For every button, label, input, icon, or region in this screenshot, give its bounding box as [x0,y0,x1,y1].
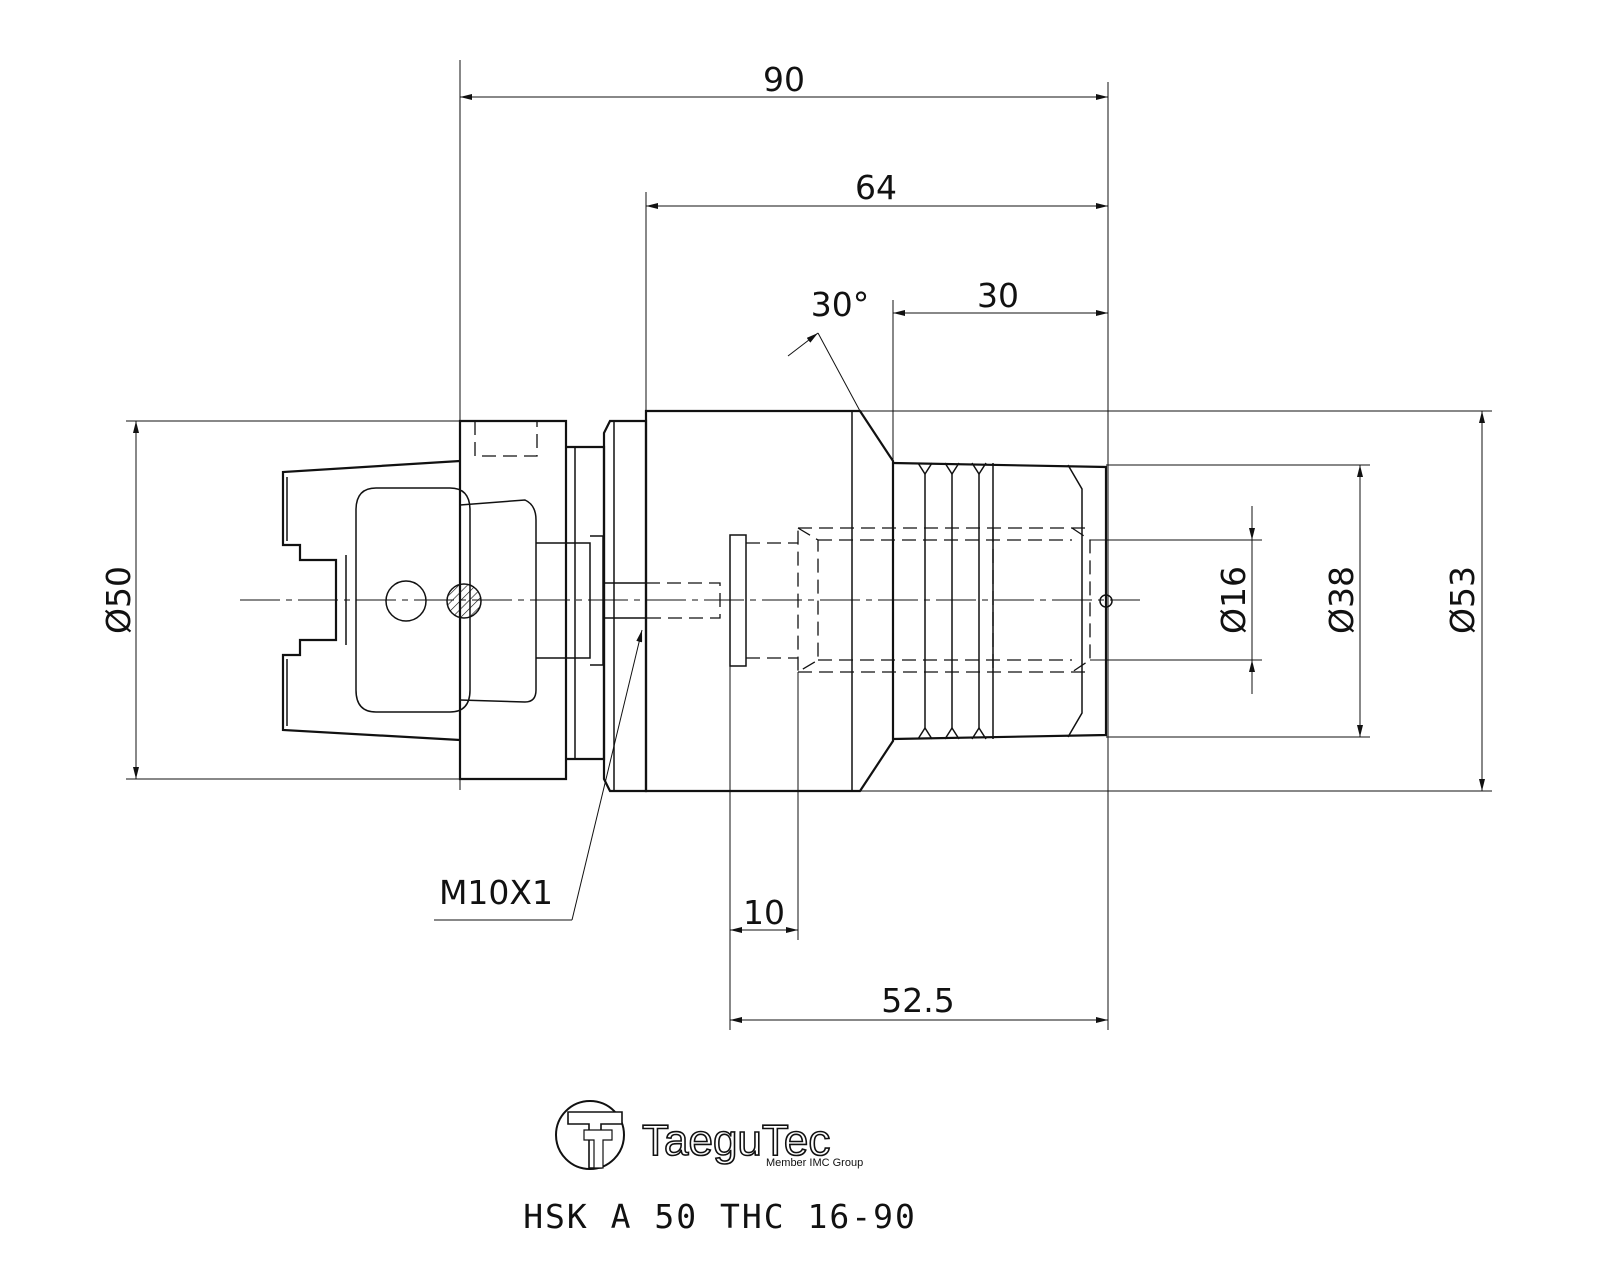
dimension-lines [126,60,1492,1030]
dim-diameter-bore: Ø16 [1214,566,1253,634]
dim-clamping-depth: 52.5 [881,981,954,1020]
dim-diameter-nose: Ø38 [1322,566,1361,634]
dim-nose-length: 30 [977,276,1019,315]
brand-tagline: Member IMC Group [766,1157,863,1169]
dim-diameter-body: Ø53 [1443,566,1482,634]
part-number-title: HSK A 50 THC 16-90 [523,1197,917,1236]
dim-diameter-shank: Ø50 [99,566,138,634]
drive-key-hole [446,583,482,619]
brand-name: TaeguTec [642,1116,830,1165]
dim-thread: M10X1 [439,873,553,912]
dim-overall-length: 90 [763,60,805,99]
dim-chamfer-angle: 30° [811,285,870,324]
dim-body-length: 64 [855,168,897,207]
tool-holder-outline [281,409,1113,793]
nose-grooves [917,462,994,740]
taegutec-logo: TaeguTec Member IMC Group [555,1100,863,1170]
tt-circle-logo-icon [555,1100,625,1170]
dim-stop-depth: 10 [743,893,785,932]
